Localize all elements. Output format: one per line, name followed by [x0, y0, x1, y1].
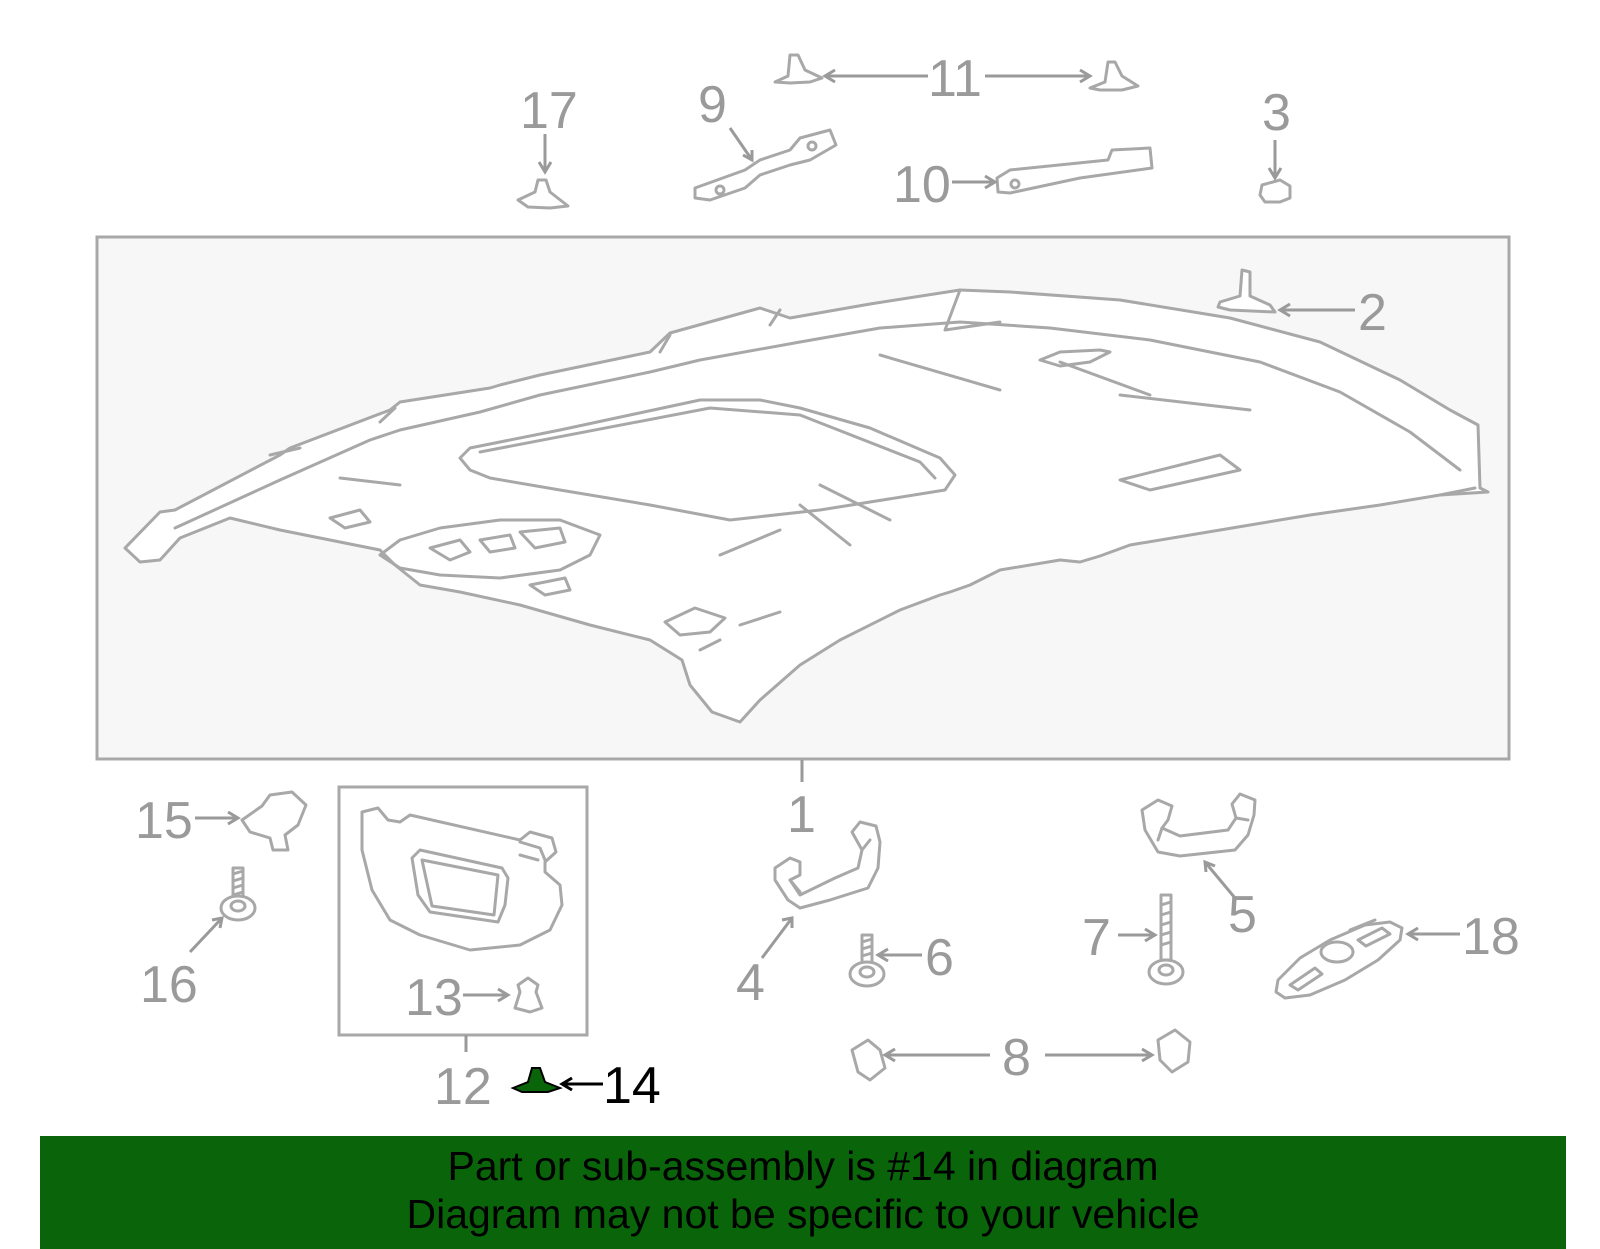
callout-15: 15: [135, 792, 193, 850]
part-9-bracket: [693, 128, 838, 202]
callout-14: 14: [603, 1057, 661, 1115]
part-11-clip-left: [773, 53, 824, 85]
info-banner: Part or sub-assembly is #14 in diagram D…: [40, 1136, 1566, 1249]
part-18-switch: [1274, 918, 1404, 1000]
part-4-grab-handle: [773, 820, 882, 910]
callout-18: 18: [1462, 908, 1520, 966]
part-6-bolt: [848, 933, 886, 988]
part-7-bolt: [1147, 893, 1185, 986]
headliner-drawing: [123, 288, 1490, 724]
part-2-bracket: [1216, 268, 1277, 314]
callout-6: 6: [925, 929, 954, 987]
banner-line-2: Diagram may not be specific to your vehi…: [406, 1191, 1200, 1237]
banner-line-1: Part or sub-assembly is #14 in diagram: [447, 1143, 1159, 1189]
callout-5: 5: [1228, 886, 1257, 944]
callout-11: 11: [928, 50, 982, 108]
part-3-cap: [1258, 178, 1292, 204]
callout-16: 16: [140, 956, 198, 1014]
part-11-clip-right: [1088, 60, 1140, 92]
callout-4: 4: [736, 954, 765, 1012]
part-10-bracket: [995, 146, 1154, 195]
sun-visor-box: [337, 785, 589, 1037]
callout-13: 13: [405, 969, 463, 1027]
callout-7: 7: [1082, 909, 1111, 967]
callout-8: 8: [1002, 1029, 1031, 1087]
callout-9: 9: [698, 76, 727, 134]
part-15-bracket: [240, 790, 308, 852]
callout-17: 17: [520, 82, 578, 140]
callout-12: 12: [434, 1058, 492, 1116]
part-16-bolt: [219, 866, 257, 922]
callout-1: 1: [787, 786, 816, 844]
part-13-clip: [513, 976, 544, 1014]
part-14-clip: [510, 1067, 563, 1093]
callout-10: 10: [893, 156, 951, 214]
callout-3: 3: [1262, 84, 1291, 142]
callout-2: 2: [1358, 284, 1387, 342]
part-5-grab-handle: [1140, 792, 1257, 858]
part-12-sun-visor: [360, 806, 564, 952]
part-8-plug-left: [850, 1038, 887, 1082]
part-8-plug-right: [1156, 1028, 1192, 1074]
part-17-clip: [516, 178, 570, 210]
